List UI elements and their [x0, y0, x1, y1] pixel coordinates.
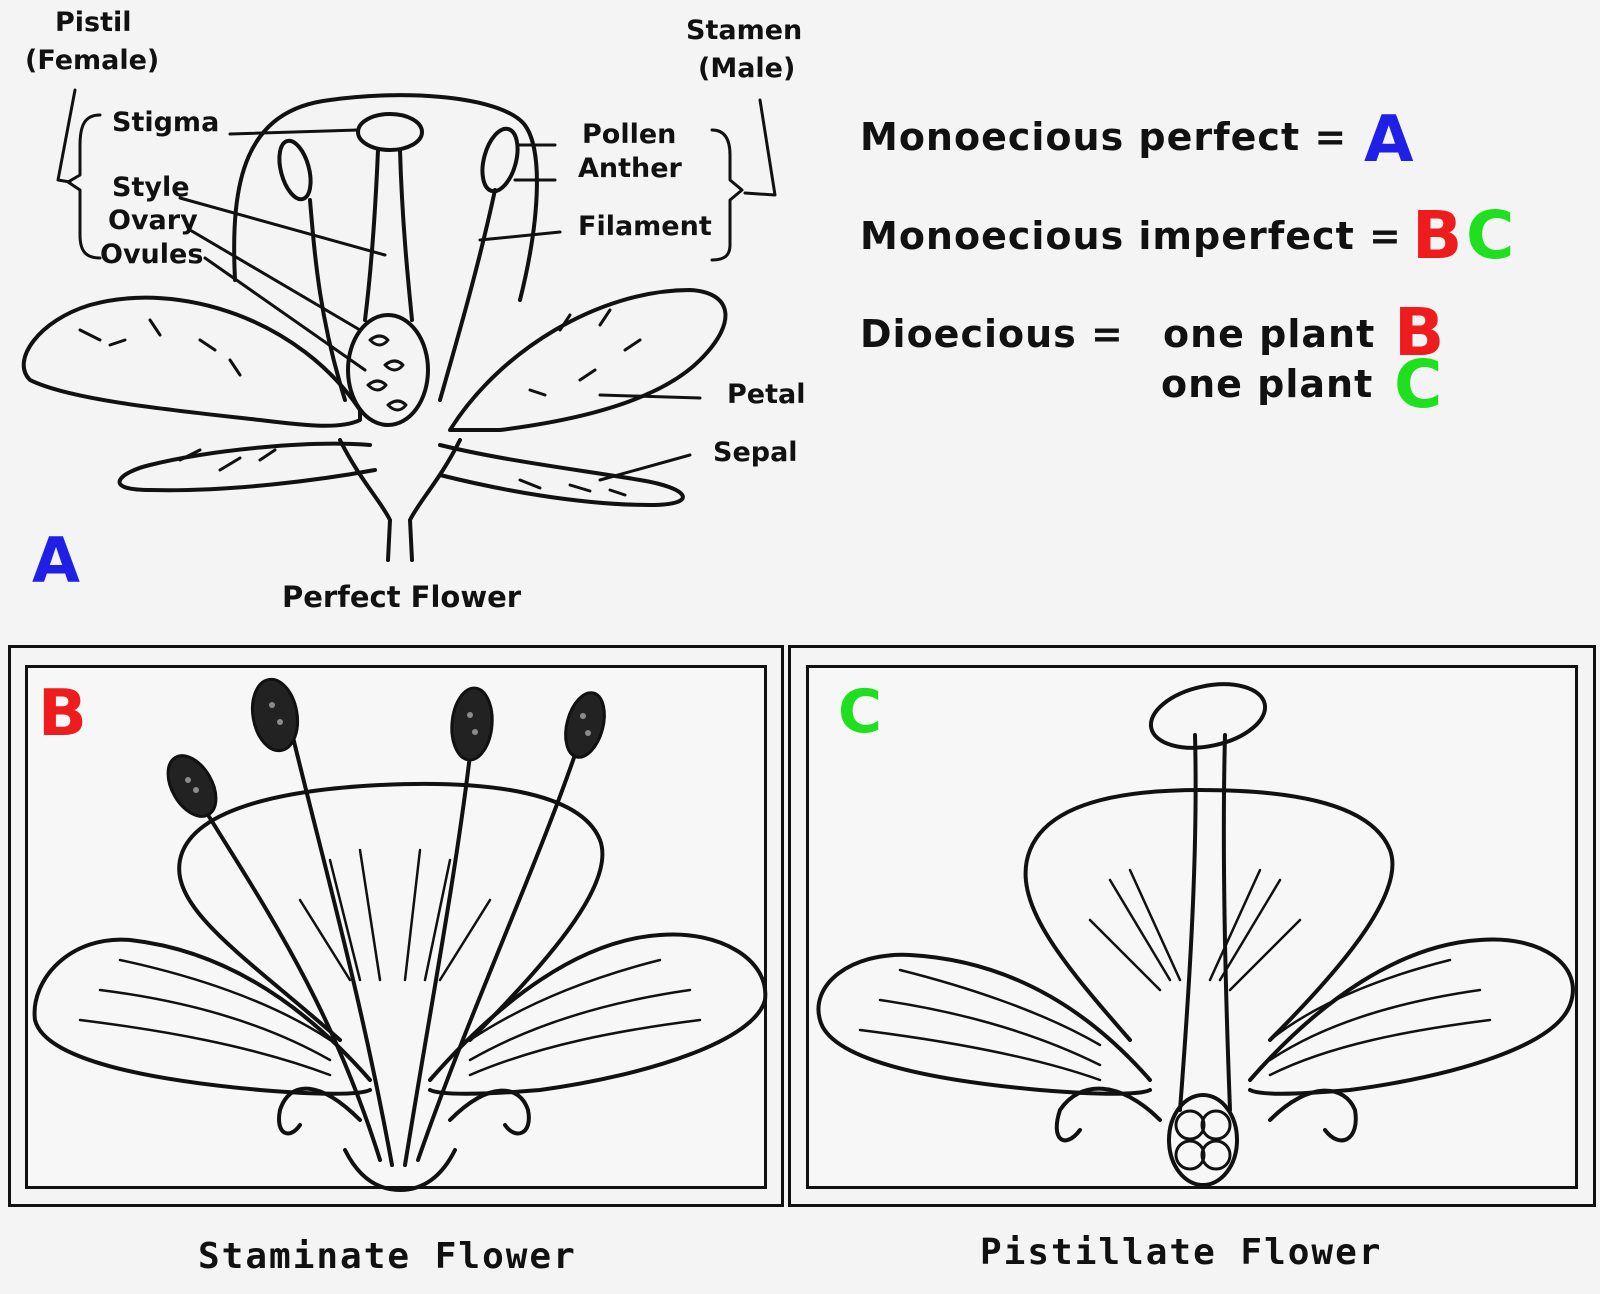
- monoecious-imperfect-text: Monoecious imperfect =: [860, 214, 1402, 258]
- pollen-label: Pollen: [582, 119, 677, 150]
- ovary-label: Ovary: [108, 205, 198, 236]
- staminate-flower-frame: [8, 645, 784, 1207]
- female-label: (Female): [25, 45, 160, 76]
- dioecious-text: Dioecious =: [860, 312, 1124, 356]
- petal-label: Petal: [727, 379, 806, 410]
- one-plant-letter-c: C: [1394, 346, 1443, 423]
- one-plant-c-text: one plant: [1161, 362, 1374, 406]
- monoecious-perfect-letter: A: [1364, 103, 1414, 177]
- monoecious-perfect-text: Monoecious perfect =: [860, 115, 1348, 159]
- sepal-label: Sepal: [713, 437, 798, 468]
- one-plant-letter-b: B: [1394, 294, 1445, 371]
- style-label: Style: [112, 172, 190, 203]
- letter-a-marker: A: [32, 524, 80, 597]
- staminate-flower-panel: [25, 665, 767, 1189]
- pistillate-flower-caption: Pistillate Flower: [980, 1232, 1383, 1273]
- perfect-flower-drawing: [21, 88, 777, 562]
- staminate-flower-caption: Staminate Flower: [198, 1236, 577, 1277]
- anther-label: Anther: [578, 153, 682, 184]
- staminate-letter-b: B: [38, 677, 87, 751]
- monoecious-imperfect-letter-c: C: [1466, 197, 1515, 274]
- male-label: (Male): [698, 53, 796, 84]
- one-plant-b-text: one plant: [1163, 312, 1376, 356]
- monoecious-imperfect-letter-b: B: [1412, 197, 1463, 274]
- stamen-label: Stamen: [686, 15, 803, 46]
- pistillate-letter-c: C: [838, 677, 883, 747]
- stigma-label: Stigma: [112, 107, 220, 138]
- ovules-label: Ovules: [100, 239, 204, 270]
- perfect-flower-caption: Perfect Flower: [282, 580, 522, 614]
- pistil-label: Pistil: [55, 7, 132, 38]
- filament-label: Filament: [578, 211, 712, 242]
- pistillate-flower-frame: [788, 645, 1596, 1207]
